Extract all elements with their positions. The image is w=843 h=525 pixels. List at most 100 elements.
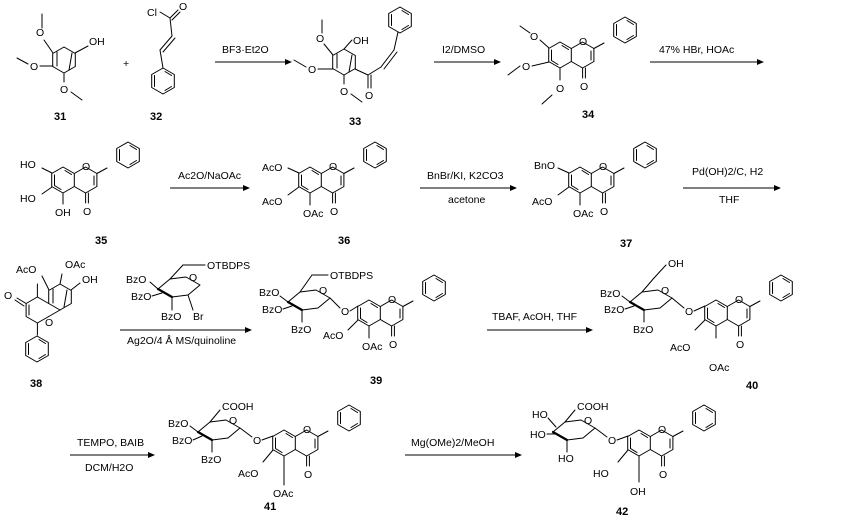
benzoyloxy-group: BzO xyxy=(633,324,653,336)
glycosidic-oxygen: O xyxy=(608,435,616,447)
glycosyl-bromide-reagent: OTBDPS O BzO BzO BzO Br xyxy=(126,260,250,323)
compound-number: 42 xyxy=(616,506,628,518)
methoxy-oxygen: O xyxy=(556,83,564,95)
carbonyl-oxygen: O xyxy=(4,290,12,302)
benzoyloxy-group: BzO xyxy=(131,291,151,303)
benzoyloxy-group: BzO xyxy=(168,418,188,430)
acetoxy-group: AcO xyxy=(670,342,690,354)
methoxy-oxygen: O xyxy=(522,61,530,73)
reaction-arrow-10: Mg(OMe)2/MeOH xyxy=(405,437,522,458)
compound-number: 38 xyxy=(30,378,42,390)
ring-oxygen: O xyxy=(735,294,743,306)
oh-group: OH xyxy=(55,207,71,219)
acetoxy-group: OAc xyxy=(273,488,293,500)
acetoxy-group: OAc xyxy=(65,259,85,271)
carbonyl-oxygen: O xyxy=(600,206,608,218)
bromide-label: Br xyxy=(193,311,204,323)
acetoxy-group: AcO xyxy=(238,468,258,480)
oh-group: OH xyxy=(353,35,369,47)
reagent-label: 47% HBr, HOAc xyxy=(659,44,734,56)
compound-39: OTBDPS O BzO BzO BzO O O O AcO OAc 39 xyxy=(259,270,446,387)
compound-32: Cl O 32 xyxy=(147,1,187,123)
reaction-arrow-7: Ag2O/4 Å MS/quinoline xyxy=(120,327,252,347)
compound-41: COOH O BzO BzO BzO O O O AcO OAc 41 xyxy=(168,401,361,513)
cl-label: Cl xyxy=(147,7,157,19)
compound-number: 39 xyxy=(370,375,382,387)
acetoxy-group: AcO xyxy=(16,264,36,276)
compound-34: O O O O O 34 xyxy=(507,16,637,121)
methoxy-oxygen: O xyxy=(60,84,68,96)
otbdps-group: OTBDPS xyxy=(330,270,373,282)
ring-oxygen: O xyxy=(303,424,311,436)
compound-number: 36 xyxy=(338,235,350,247)
methoxy-oxygen: O xyxy=(340,86,348,98)
compound-36: O O AcO AcO OAc 36 xyxy=(262,141,387,247)
reagent-label: BF3·Et2O xyxy=(222,44,269,56)
reagent-label: Pd(OH)2/C, H2 xyxy=(692,166,763,178)
reagent-label: TBAF, AcOH, THF xyxy=(492,311,577,323)
compound-number: 34 xyxy=(582,109,595,121)
benzoyloxy-group: BzO xyxy=(604,304,624,316)
otbdps-group: OTBDPS xyxy=(207,260,250,272)
ring-oxygen: O xyxy=(388,294,396,306)
ring-oxygen: O xyxy=(189,272,197,284)
carboxylic-acid-group: COOH xyxy=(222,401,254,413)
acetoxy-group: AcO xyxy=(532,196,552,208)
compound-35: O O HO HO OH 35 xyxy=(20,141,140,247)
glycosidic-oxygen: O xyxy=(253,435,261,447)
hydroxy-group: HO xyxy=(532,409,548,421)
carbonyl-oxygen: O xyxy=(736,339,744,351)
acetoxy-group: OAc xyxy=(709,362,729,374)
compound-42: COOH O HO HO HO O O O HO OH 42 xyxy=(530,401,716,518)
sugar-ring-oxygen: O xyxy=(661,285,669,297)
benzoyloxy-group: BzO xyxy=(161,311,181,323)
hydroxy-group: HO xyxy=(530,429,546,441)
ring-oxygen: O xyxy=(329,161,337,173)
ring-oxygen: O xyxy=(579,36,587,48)
sugar-ring-oxygen: O xyxy=(319,285,327,297)
acetoxy-group: OAc xyxy=(362,341,382,353)
carbonyl-oxygen: O xyxy=(659,469,667,481)
carboxylic-acid-group: COOH xyxy=(577,401,609,413)
reagent-label: Ag2O/4 Å MS/quinoline xyxy=(127,334,236,347)
reaction-arrow-5: BnBr/KI, K2CO3 acetone xyxy=(420,170,517,206)
compound-31: OH O O O 31 xyxy=(16,13,105,123)
reaction-arrow-6: Pd(OH)2/C, H2 THF xyxy=(683,166,781,206)
reaction-arrow-3: 47% HBr, HOAc xyxy=(650,44,764,65)
carbonyl-oxygen: O xyxy=(389,339,397,351)
ring-oxygen: O xyxy=(45,317,53,329)
carbonyl-oxygen: O xyxy=(580,81,588,93)
sugar-ring-oxygen: O xyxy=(584,415,592,427)
benzoyloxy-group: BzO xyxy=(201,454,221,466)
oh-group: OH xyxy=(82,274,98,286)
methoxy-oxygen: O xyxy=(308,64,316,76)
benzoyloxy-group: BzO xyxy=(259,287,279,299)
reagent-label: BnBr/KI, K2CO3 xyxy=(427,170,504,182)
benzoyloxy-group: BzO xyxy=(126,274,146,286)
benzyloxy-group: BnO xyxy=(534,160,555,172)
compound-number: 31 xyxy=(54,111,66,123)
sugar-ring-oxygen: O xyxy=(229,415,237,427)
carbonyl-oxygen: O xyxy=(83,206,91,218)
methoxy-oxygen: O xyxy=(30,61,38,73)
compound-number: 33 xyxy=(349,116,361,128)
carbonyl-oxygen: O xyxy=(330,206,338,218)
hydroxy-group: HO xyxy=(20,193,36,205)
reaction-arrow-1: BF3·Et2O xyxy=(215,44,292,65)
benzoyloxy-group: BzO xyxy=(172,435,192,447)
ring-oxygen: O xyxy=(658,424,666,436)
hydroxy-group: HO xyxy=(593,468,609,480)
glycosidic-oxygen: O xyxy=(341,306,349,318)
reagent-label: Ac2O/NaOAc xyxy=(178,170,241,182)
reagent-label: Mg(OMe)2/MeOH xyxy=(411,437,494,449)
compound-number: 37 xyxy=(620,238,632,250)
compound-38: O O AcO OAc OH 38 xyxy=(4,259,98,390)
carbonyl-oxygen: O xyxy=(304,469,312,481)
reaction-arrow-2: I2/DMSO xyxy=(434,44,501,65)
acetoxy-group: AcO xyxy=(262,196,282,208)
compound-37: O O BnO AcO OAc 37 xyxy=(532,141,657,250)
methoxy-oxygen: O xyxy=(530,31,538,43)
plus-sign: + xyxy=(123,58,129,70)
compound-number: 41 xyxy=(264,501,276,513)
ring-oxygen: O xyxy=(599,161,607,173)
